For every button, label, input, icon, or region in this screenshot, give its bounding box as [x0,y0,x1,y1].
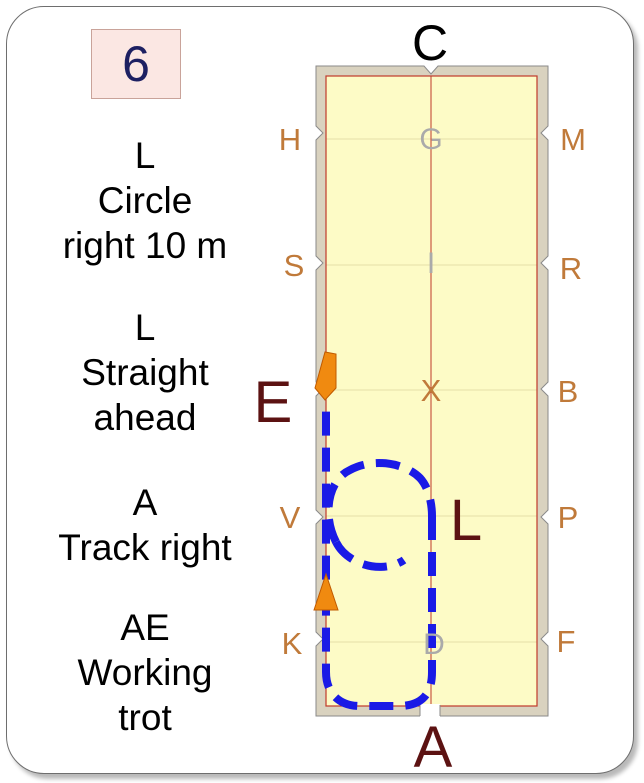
marker-letter-i: I [427,247,435,280]
instruction-line: A [132,482,158,523]
step-number-badge: 6 [91,29,181,99]
instruction-line: right 10 m [62,225,228,266]
marker-letter-b: B [558,374,579,409]
path-circle-return [332,539,407,571]
instruction-line: Circle [97,180,193,221]
arena-entrance-gap [420,704,440,718]
marker-letter-m: M [560,122,586,157]
instruction-block: L Circle right 10 m [20,133,270,268]
marker-letter-r: R [560,251,582,286]
instruction-line: Working [77,652,213,693]
instruction-line: L [134,307,156,348]
instruction-line: trot [118,697,172,738]
instruction-line: AE [120,607,170,648]
direction-arrow-icon [313,572,339,611]
marker-letter-e: E [254,370,293,435]
marker-letter-x: X [421,373,442,408]
direction-arrow-icon [314,351,337,401]
movement-path [322,402,436,710]
step-number: 6 [122,36,150,92]
marker-letter-v: V [280,500,301,535]
instruction-block: AE Working trot [20,605,270,740]
marker-letter-a: A [414,715,453,780]
instruction-block: L Straight ahead [20,305,270,440]
path-straight-ahead-and-track [322,402,436,710]
marker-letter-h: H [279,122,301,157]
marker-letter-d: D [423,628,445,661]
instruction-line: L [134,135,156,176]
marker-letter-g: G [419,123,442,156]
marker-letter-f: F [557,624,576,659]
instruction-block: A Track right [20,480,270,570]
instruction-line: Straight [81,352,209,393]
instruction-line: Track right [58,527,232,568]
marker-letter-s: S [284,248,305,283]
marker-letter-l: L [450,488,482,553]
marker-letter-k: K [282,626,303,661]
instruction-line: ahead [93,397,197,438]
marker-letter-c: C [412,15,448,71]
marker-letter-p: P [558,500,579,535]
